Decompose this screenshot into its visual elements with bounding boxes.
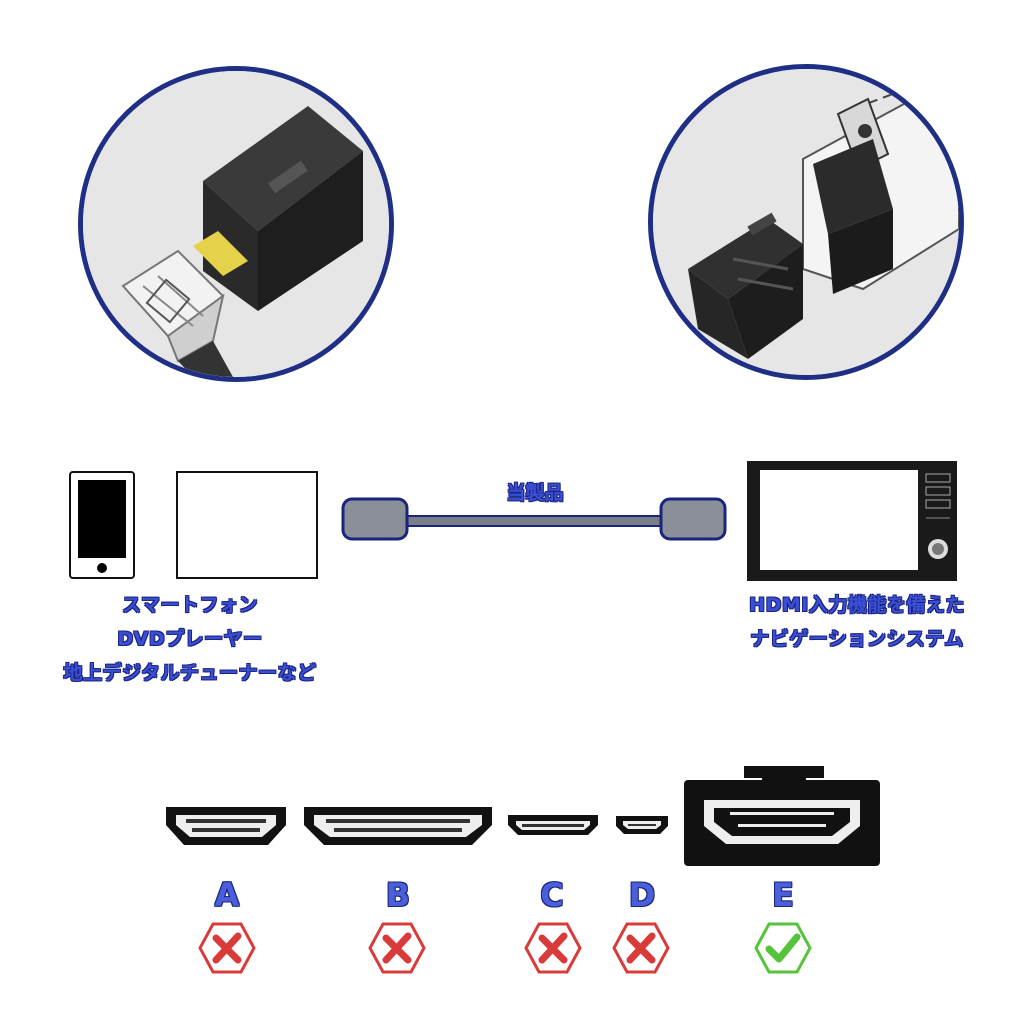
cross-icon (612, 922, 670, 974)
target-device-line-1: HDMI入力機能を備えた (749, 594, 965, 616)
connector-closeup-right (648, 64, 964, 380)
connector-closeup-left (78, 66, 394, 382)
cross-icon (368, 922, 426, 974)
source-device-3: 地上デジタルチューナーなど (63, 662, 317, 684)
source-device-2: DVDプレーヤー (117, 628, 263, 650)
navigation-system-icon (747, 461, 957, 581)
connector-illustration-left (83, 71, 389, 377)
connector-d-label: D (628, 876, 656, 914)
connector-c-shape (508, 815, 598, 835)
connector-a-label: A (214, 876, 240, 914)
connector-c-label: C (540, 876, 564, 914)
dvd-player-icon (176, 471, 318, 579)
check-icon (754, 922, 812, 974)
source-device-1: スマートフォン (122, 594, 258, 616)
cross-icon (524, 922, 582, 974)
connector-e-label: E (772, 876, 794, 914)
connector-b-shape (304, 807, 492, 845)
source-devices-caption: スマートフォン DVDプレーヤー 地上デジタルチューナーなど (30, 588, 350, 690)
cross-icon (198, 922, 256, 974)
connector-d-shape (616, 816, 668, 834)
connector-e-shape (684, 766, 880, 866)
connector-b-label: B (385, 876, 411, 914)
target-device-line-2: ナビゲーションシステム (750, 628, 964, 650)
connector-illustration-right (653, 69, 959, 375)
smartphone-icon (69, 471, 135, 579)
target-device-caption: HDMI入力機能を備えた ナビゲーションシステム (714, 588, 1000, 656)
hdmi-cable-icon (341, 497, 727, 541)
cable-label: 当製品 (506, 482, 564, 504)
connector-a-shape (166, 807, 286, 845)
